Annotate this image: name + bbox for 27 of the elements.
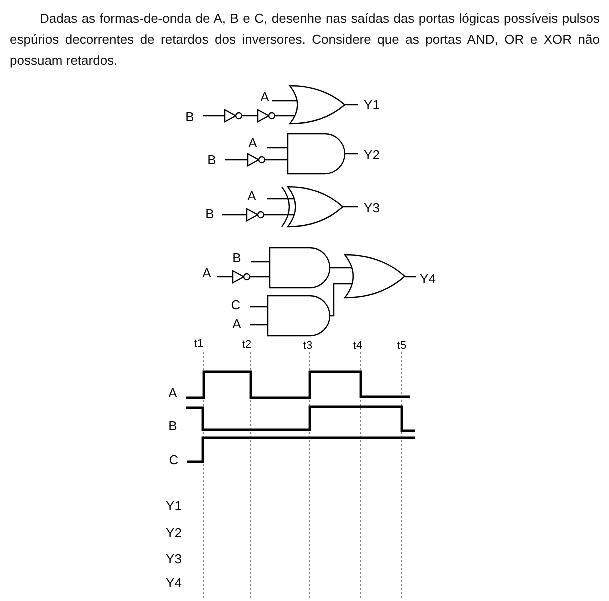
signal-label: B bbox=[208, 152, 216, 168]
signal-label: B bbox=[206, 206, 214, 222]
time-label: t1 bbox=[194, 338, 204, 350]
time-label: t5 bbox=[397, 340, 407, 352]
output-label: Y2 bbox=[166, 526, 182, 540]
output-label: Y4 bbox=[166, 576, 182, 590]
output-label: Y3 bbox=[364, 200, 380, 216]
signal-label: A bbox=[260, 90, 270, 104]
output-label: Y4 bbox=[420, 272, 436, 286]
signal-label: C bbox=[231, 298, 241, 312]
signal-label: B bbox=[168, 418, 178, 434]
time-label: t4 bbox=[353, 340, 363, 352]
instruction-paragraph: Dadas as formas-de-onda de A, B e C, desenhe nas saídas das portas lógicas possíveis pulsos espúrios decorrentes de retardos dos inversores. Considere que as portas AND, OR e XOR não possuam retardos. bbox=[10, 10, 600, 70]
signal-label: C bbox=[169, 452, 179, 468]
output-label: Y1 bbox=[364, 98, 380, 112]
signal-label: A bbox=[248, 188, 256, 204]
signal-label: A bbox=[232, 316, 242, 332]
output-label: Y2 bbox=[364, 148, 380, 162]
signal-label: B bbox=[232, 250, 242, 266]
signal-label: B bbox=[186, 110, 194, 124]
output-label: Y3 bbox=[166, 552, 182, 566]
time-label: t2 bbox=[242, 339, 252, 351]
time-label: t3 bbox=[303, 340, 313, 352]
output-label: Y1 bbox=[166, 498, 182, 514]
signal-label: A bbox=[168, 386, 178, 400]
signal-label: A bbox=[202, 266, 212, 280]
signal-label: A bbox=[248, 136, 258, 150]
